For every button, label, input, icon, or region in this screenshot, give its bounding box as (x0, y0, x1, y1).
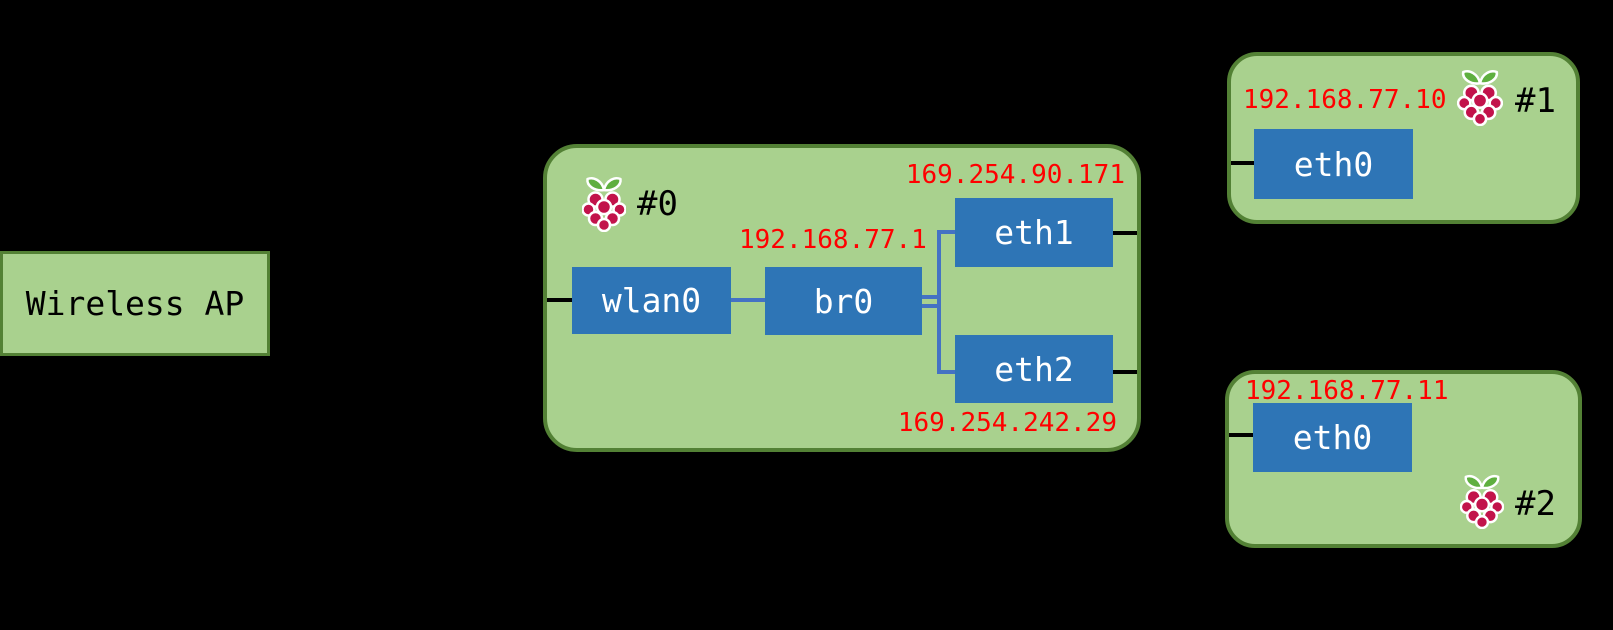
wire-eth2-to-pi2-h2 (1185, 433, 1253, 437)
wire-eth1-to-pi1-h2 (1185, 161, 1254, 165)
pi0-br0-ip: 192.168.77.1 (739, 225, 927, 255)
bridge-link-wlan0-br0 (731, 298, 765, 302)
pi0-br0-box: br0 (765, 267, 922, 335)
bridge-link-to-eth1 (937, 230, 955, 234)
bridge-link-br0-fork-upper (922, 295, 939, 299)
pi0-eth1-wire-stub (1113, 231, 1137, 235)
wire-eth2-to-pi2-h1 (1141, 370, 1189, 374)
pi1-eth0-wire-stub (1231, 161, 1254, 165)
pi2-ip: 192.168.77.11 (1245, 376, 1449, 406)
pi0-br0-label: br0 (813, 281, 874, 321)
pi0-eth2-ip: 169.254.242.29 (897, 408, 1117, 438)
bridge-link-to-eth2 (937, 370, 955, 374)
pi0-eth1-label: eth1 (994, 213, 1074, 252)
pi0-wlan0-box: wlan0 (572, 267, 731, 334)
pi1-ip: 192.168.77.10 (1243, 85, 1447, 115)
raspberry-pi-icon (1460, 473, 1504, 529)
pi0-eth1-ip: 169.254.90.171 (905, 160, 1125, 190)
pi0-label: #0 (637, 184, 678, 224)
bridge-link-vertical (937, 230, 941, 374)
pi1-eth0-label: eth0 (1293, 144, 1374, 184)
pi0-wlan0-label: wlan0 (601, 281, 702, 320)
pi2-eth0-wire-stub (1229, 433, 1253, 437)
pi0-eth2-box: eth2 (955, 335, 1113, 403)
pi2-node: 192.168.77.11 eth0 (1225, 370, 1582, 548)
wire-eth2-to-pi2-v (1185, 370, 1189, 437)
pi0-wlan0-wire-stub (547, 298, 572, 302)
pi2-eth0-box: eth0 (1253, 403, 1412, 472)
bridge-link-br0-fork-lower (922, 304, 939, 308)
wire-ap-to-wlan0 (270, 299, 572, 303)
wire-eth1-to-pi1-v (1185, 161, 1189, 235)
pi0-eth2-label: eth2 (994, 349, 1074, 389)
pi1-node: 192.168.77.10 #1 e (1227, 52, 1580, 224)
wireless-ap-node: Wireless AP (0, 251, 270, 356)
raspberry-pi-icon (582, 175, 626, 232)
pi2-label: #2 (1515, 484, 1556, 524)
wire-eth1-to-pi1-h1 (1141, 231, 1189, 235)
pi1-eth0-box: eth0 (1254, 129, 1413, 199)
raspberry-pi-icon (1457, 68, 1503, 126)
pi1-label: #1 (1515, 81, 1556, 121)
pi0-eth2-wire-stub (1113, 370, 1137, 374)
wireless-ap-label: Wireless AP (25, 284, 245, 323)
pi0-node: #0 169.254.90.171 192.168.77.1 169.254.2… (543, 144, 1141, 452)
pi0-eth1-box: eth1 (955, 198, 1113, 267)
pi2-eth0-label: eth0 (1292, 418, 1373, 457)
